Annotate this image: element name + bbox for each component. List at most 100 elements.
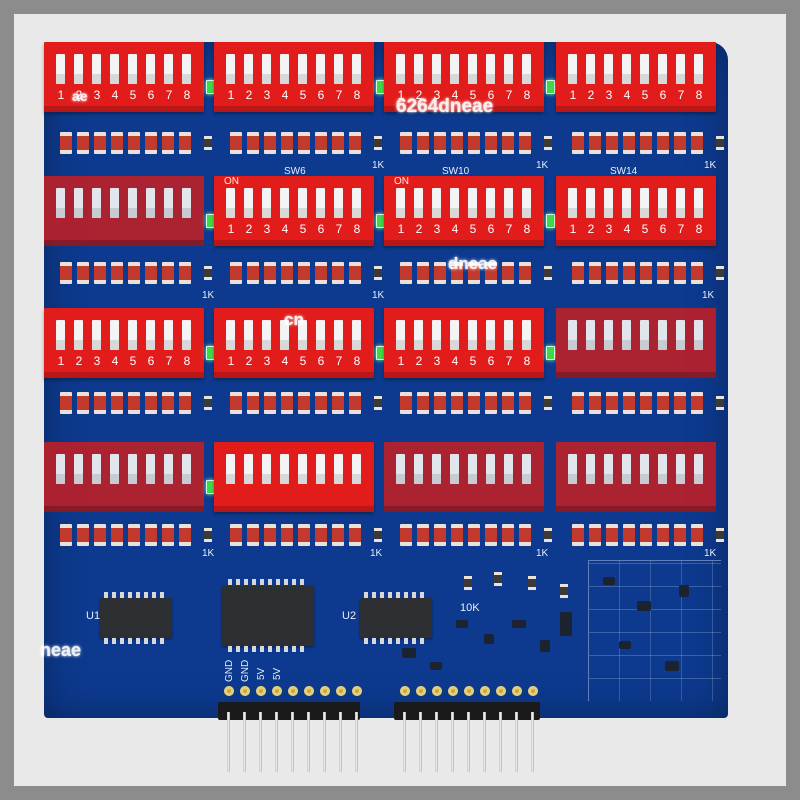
smd-resistor [128, 524, 140, 546]
switch-number: 6 [147, 354, 155, 368]
switch-lever [622, 454, 631, 484]
switch-lever [414, 320, 423, 350]
smd-resistor [434, 132, 446, 154]
switch-lever [450, 188, 459, 218]
header-pin [227, 712, 230, 772]
switch-number: 5 [129, 88, 137, 102]
smd-resistor [640, 524, 652, 546]
resistor-array [230, 132, 370, 154]
solder-pad [352, 686, 362, 696]
smd-resistor [264, 392, 276, 414]
smd-resistor [349, 392, 361, 414]
smd-resistor [298, 132, 310, 154]
switch-lever [450, 320, 459, 350]
ic-pin [380, 638, 384, 644]
switch-lever [146, 454, 155, 484]
smd-resistor [94, 132, 106, 154]
ic-pin [136, 638, 140, 644]
switch-lever [432, 54, 441, 84]
smd-resistor [128, 132, 140, 154]
header-pin [483, 712, 486, 772]
smd-resistor [572, 262, 584, 284]
switch-lever [414, 454, 423, 484]
ic-pin [136, 592, 140, 598]
blurred-board-region [588, 560, 721, 701]
switch-number: 6 [487, 354, 495, 368]
smd-resistor [468, 262, 480, 284]
silk-1k: 1K [202, 290, 215, 301]
smd-resistor [434, 524, 446, 546]
smd-resistor [691, 392, 703, 414]
switch-lever [92, 454, 101, 484]
ic-pin [292, 646, 296, 652]
resistor-array [60, 262, 200, 284]
switch-number: 7 [165, 88, 173, 102]
smd-resistor [640, 262, 652, 284]
switch-lever [640, 188, 649, 218]
smd-resistor [606, 524, 618, 546]
ic-pins-bottom [364, 638, 428, 644]
switch-number: 4 [451, 354, 459, 368]
switch-lever [262, 54, 271, 84]
switch-number: 1 [227, 88, 235, 102]
silk-u1: U1 [86, 610, 101, 622]
smd-resistor [544, 136, 552, 150]
smd-resistor [468, 524, 480, 546]
silk-1k: 1K [536, 548, 549, 559]
switch-lever [414, 54, 423, 84]
switch-number: 6 [147, 88, 155, 102]
switch-number: 5 [299, 354, 307, 368]
ic-pins-top [364, 592, 428, 598]
led-indicator [546, 346, 555, 360]
ic-pin [380, 592, 384, 598]
switch-lever [110, 54, 119, 84]
smd-component [637, 601, 651, 611]
switch-lever [396, 54, 405, 84]
smd-resistor [544, 396, 552, 410]
switch-lever [182, 320, 191, 350]
switch-lever [110, 320, 119, 350]
ic-pin [300, 579, 304, 585]
smd-resistor [204, 266, 212, 280]
smd-resistor [162, 524, 174, 546]
switch-lever [640, 320, 649, 350]
smd-resistor [502, 132, 514, 154]
smd-resistor [589, 262, 601, 284]
switch-number: 6 [317, 222, 325, 236]
ic-pin [244, 579, 248, 585]
smd-resistor [519, 262, 531, 284]
smd-resistor [674, 132, 686, 154]
switch-lever [110, 188, 119, 218]
smd-resistor [179, 392, 191, 414]
smd-resistor [691, 524, 703, 546]
header-pin [403, 712, 406, 772]
switch-lever [414, 188, 423, 218]
resistor-array [400, 132, 540, 154]
ic-pin [300, 646, 304, 652]
ic-pin [388, 592, 392, 598]
ic-pin [268, 579, 272, 585]
smd-resistor [468, 132, 480, 154]
switch-lever [504, 188, 513, 218]
smd-resistor [589, 524, 601, 546]
resistor-array [60, 524, 200, 546]
switch-lever [146, 320, 155, 350]
switch-lever [56, 454, 65, 484]
header-pin [339, 712, 342, 772]
ic-pin [412, 638, 416, 644]
ic-pin [228, 646, 232, 652]
switch-lever [56, 188, 65, 218]
switch-number: 7 [335, 354, 343, 368]
smd-resistor [400, 132, 412, 154]
switch-number: 6 [317, 88, 325, 102]
switch-number: 3 [433, 88, 441, 102]
smd-resistor [572, 524, 584, 546]
switch-number: 5 [469, 354, 477, 368]
smd-resistor [519, 132, 531, 154]
switch-lever [74, 454, 83, 484]
switch-number: 3 [93, 354, 101, 368]
switch-number: 7 [505, 222, 513, 236]
switch-number: 1 [57, 88, 65, 102]
